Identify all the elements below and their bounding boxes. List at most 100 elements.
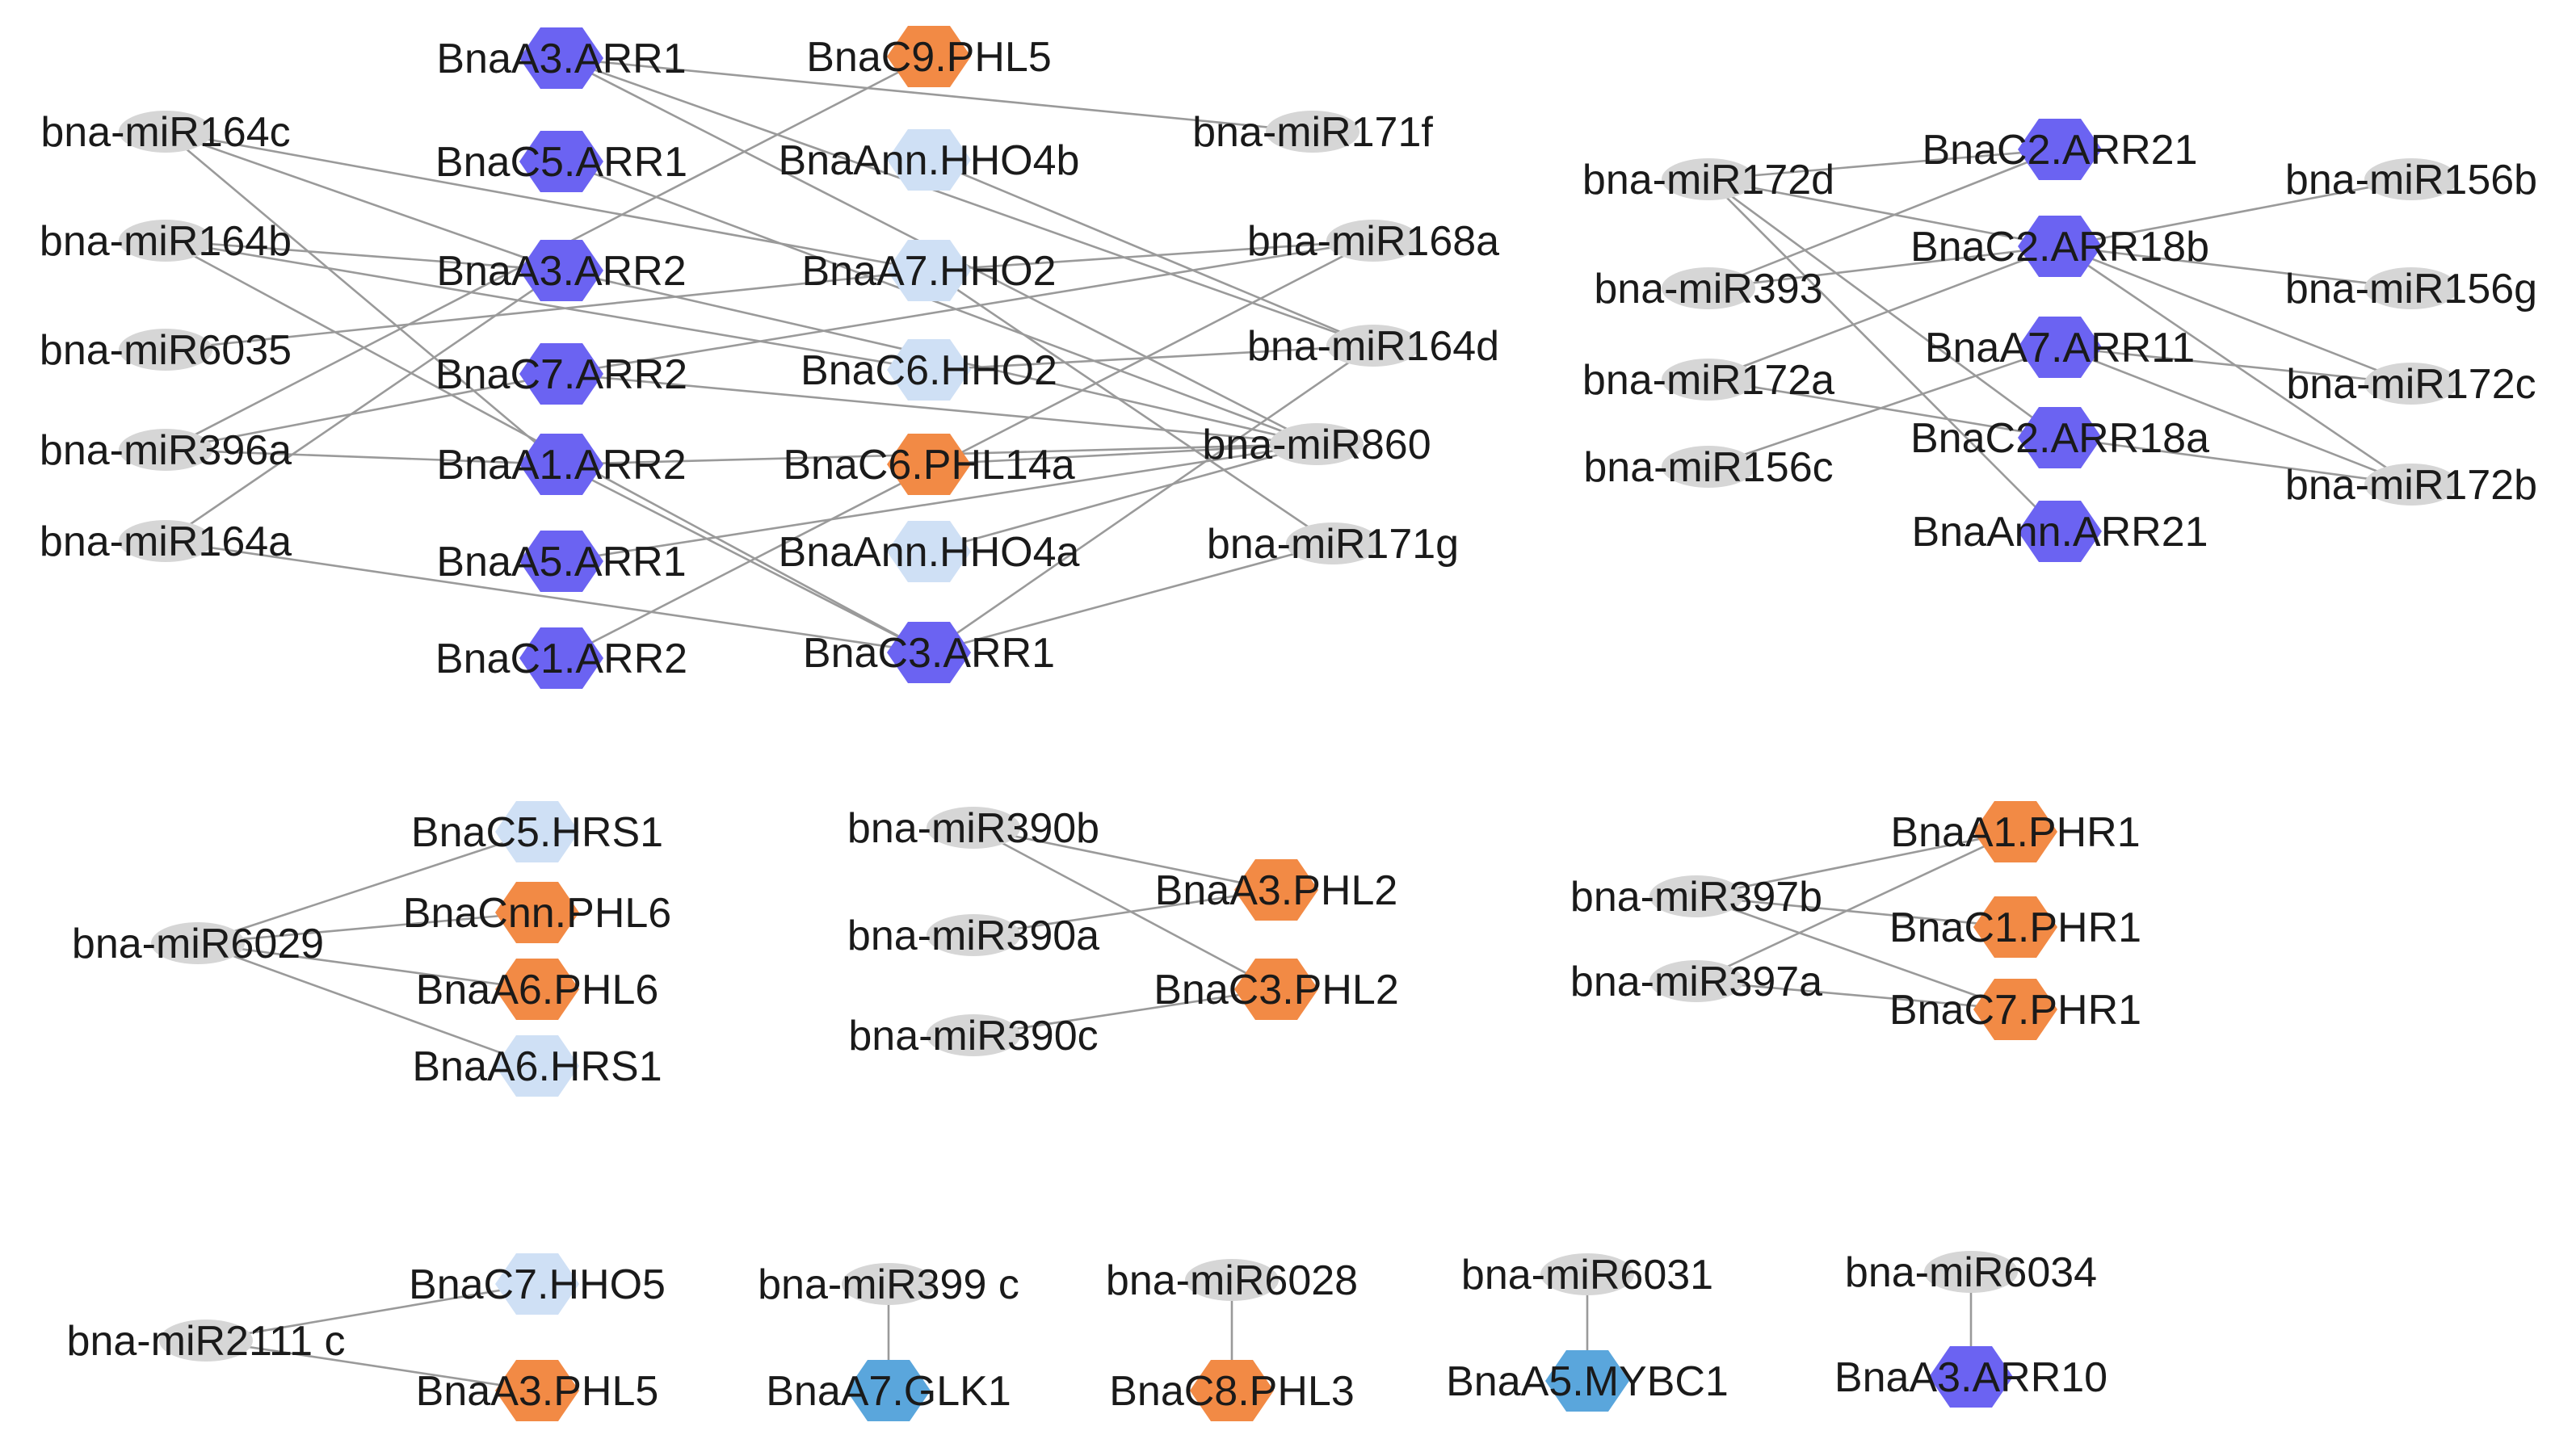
node-bna-mir172d-ellipse[interactable] [1662,158,1755,200]
node-bnacnn-phl6-hexagon[interactable] [495,882,579,943]
node-bnaa6-phl6-hexagon[interactable] [495,959,579,1020]
node-bnaa7-glk1-hexagon[interactable] [847,1360,931,1421]
node-bnaa3-arr2-hexagon[interactable] [519,240,603,301]
edge-bnac5-arr1-to-bna-mir860 [561,160,1317,446]
node-bnac6-hho2-hexagon[interactable] [887,339,971,401]
node-bna-mir172c-ellipse[interactable] [2364,363,2458,405]
node-bnac8-phl3-hexagon[interactable] [1190,1360,1274,1421]
node-bna-mir172b-ellipse[interactable] [2364,464,2458,506]
node-label-bnac2-arr18a: BnaC2.ARR18a [1910,415,2209,462]
node-bna-mir396a-ellipse[interactable] [119,429,212,471]
node-label-bnaa3-phl5: BnaA3.PHL5 [416,1368,659,1415]
node-label-bnac2-arr18b: BnaC2.ARR18b [1910,224,2209,271]
edge-layer [165,55,2412,1392]
node-bna-mir397a-ellipse[interactable] [1649,960,1743,1002]
node-bna-mir6031-ellipse[interactable] [1540,1253,1634,1295]
node-bnac5-hrs1-hexagon[interactable] [495,801,579,862]
node-bna-mir2111c-ellipse[interactable] [159,1320,253,1362]
node-bnaann-hho4a-hexagon[interactable] [887,521,971,582]
node-bna-mir164a-ellipse[interactable] [119,520,212,562]
edge-bna-mir172a-to-bnac2-arr18b [1708,245,2061,381]
edge-bna-mir6035-to-bnaa7-hho2 [165,269,930,351]
node-bna-mir6028-ellipse[interactable] [1185,1259,1279,1301]
node-bnaann-hho4b-hexagon[interactable] [887,129,971,191]
node-bnaa3-arr1-hexagon[interactable] [519,27,603,89]
edge-bna-mir164a-to-bnac3-arr1 [165,539,930,654]
node-bnac2-arr18a-hexagon[interactable] [2018,407,2102,468]
node-bnac1-arr2-hexagon[interactable] [519,627,603,689]
edge-bna-mir390b-to-bnac3-phl2 [973,826,1277,991]
node-label-bna-mir6034: bna-miR6034 [1845,1249,2097,1296]
node-label-bnac7-arr2: BnaC7.ARR2 [435,351,687,398]
node-bnaa3-phl2-hexagon[interactable] [1234,859,1318,921]
node-bnac1-phr1-hexagon[interactable] [1973,896,2057,958]
node-bnaa1-phr1-hexagon[interactable] [1973,801,2057,862]
node-bna-mir390a-ellipse[interactable] [927,914,1020,956]
node-bnaa5-mybc1-hexagon[interactable] [1545,1350,1629,1412]
node-label-bnaa1-arr2: BnaA1.ARR2 [436,442,686,489]
node-bna-mir6034-ellipse[interactable] [1924,1251,2018,1293]
node-bna-mir6029-ellipse[interactable] [151,922,245,964]
node-bnac3-phl2-hexagon[interactable] [1234,959,1318,1020]
node-bna-mir399c-ellipse[interactable] [842,1263,935,1305]
node-label-bna-mir2111c: bna-miR2111 c [67,1318,346,1365]
node-bnac6-phl14a-hexagon[interactable] [887,434,971,495]
node-label-bna-mir168a: bna-miR168a [1247,218,1499,265]
node-bna-mir156g-ellipse[interactable] [2364,267,2458,309]
node-bnaa5-arr1-hexagon[interactable] [519,531,603,592]
edge-bna-mir397a-to-bnac7-phr1 [1696,980,2016,1011]
node-bnaa7-hho2-hexagon[interactable] [887,240,971,301]
edge-bnac3-arr1-to-bna-mir164d [928,344,1374,654]
node-bnaann-arr21-hexagon[interactable] [2018,501,2102,562]
node-bnac2-arr18b-hexagon[interactable] [2018,216,2102,277]
edge-bna-mir172d-to-bnac2-arr18b [1708,178,2061,248]
node-bna-mir164b-ellipse[interactable] [119,220,212,262]
node-label-bna-mir156b: bna-miR156b [2285,157,2537,204]
node-bnaa7-arr11-hexagon[interactable] [2018,317,2102,378]
node-bnaa3-phl5-hexagon[interactable] [495,1360,579,1421]
node-bnaa3-arr10-hexagon[interactable] [1929,1346,2013,1408]
edge-bnac2-arr18b-to-bna-mir172c [2059,245,2412,385]
edge-bnac2-arr18b-to-bna-mir156g [2059,245,2412,290]
node-bna-mir393-ellipse[interactable] [1662,267,1755,309]
node-label-bnac3-phl2: BnaC3.PHL2 [1154,967,1399,1013]
node-bna-mir171f-ellipse[interactable] [1266,111,1359,153]
node-bna-mir860-ellipse[interactable] [1270,423,1364,465]
edge-bna-mir172a-to-bnac2-arr18a [1708,378,2061,439]
edge-bnac6-phl14a-to-bna-mir860 [928,443,1317,466]
node-bna-mir156b-ellipse[interactable] [2364,158,2458,200]
node-label-bna-mir6031: bna-miR6031 [1461,1252,1713,1299]
node-label-bnaa3-arr1: BnaA3.ARR1 [436,36,686,82]
node-bnac9-phl5-hexagon[interactable] [887,26,971,87]
node-bna-mir171g-ellipse[interactable] [1286,522,1380,564]
node-bna-mir6035-ellipse[interactable] [119,329,212,371]
node-bna-mir390b-ellipse[interactable] [927,807,1020,849]
node-label-bna-mir399c: bna-miR399 c [758,1261,1019,1308]
node-bnac3-arr1-hexagon[interactable] [887,622,971,683]
node-bna-mir164c-ellipse[interactable] [119,111,212,153]
node-label-bna-mir172c: bna-miR172c [2286,361,2536,408]
node-bna-mir397b-ellipse[interactable] [1649,875,1743,917]
node-bnac2-arr21-hexagon[interactable] [2018,119,2102,180]
node-label-bnaa6-hrs1: BnaA6.HRS1 [412,1043,662,1090]
node-bna-mir168a-ellipse[interactable] [1326,220,1420,262]
node-bnaa1-arr2-hexagon[interactable] [519,434,603,495]
node-bnac7-hho5-hexagon[interactable] [495,1253,579,1315]
edge-bnaa7-hho2-to-bna-mir171g [928,269,1334,545]
edge-bnac7-arr2-to-bna-mir168a [561,239,1374,376]
node-label-bna-mir171f: bna-miR171f [1192,109,1433,156]
node-bnac7-phr1-hexagon[interactable] [1973,979,2057,1040]
node-bna-mir390c-ellipse[interactable] [927,1014,1020,1056]
node-bnac5-arr1-hexagon[interactable] [519,131,603,192]
node-label-bnaann-arr21: BnaAnn.ARR21 [1911,509,2208,556]
node-bna-mir172a-ellipse[interactable] [1662,359,1755,401]
node-label-bna-mir164d: bna-miR164d [1247,323,1499,370]
edge-bnac1-arr2-to-bna-mir168a [561,239,1374,660]
node-bnaa6-hrs1-hexagon[interactable] [495,1035,579,1097]
node-bna-mir164d-ellipse[interactable] [1326,325,1420,367]
node-bna-mir156c-ellipse[interactable] [1662,446,1755,488]
edge-bnac3-arr1-to-bna-mir171g [928,542,1334,654]
node-bnac7-arr2-hexagon[interactable] [519,343,603,405]
node-label-bna-mir390c: bna-miR390c [848,1013,1098,1059]
